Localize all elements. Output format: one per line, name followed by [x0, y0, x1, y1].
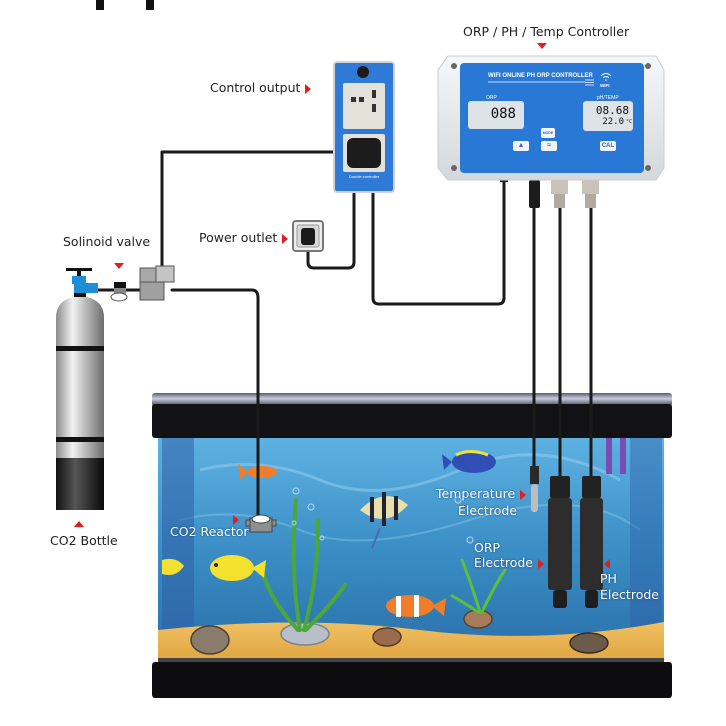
solenoid-valve-label-text: Solinoid valve [63, 234, 151, 249]
orp-electrode-pointer-arrow [537, 558, 544, 569]
co2-tube-to-reactor [170, 288, 260, 520]
co2-bottle-label: CO2 Bottle [50, 533, 118, 548]
aquarium [152, 393, 672, 698]
ph-electrode-pointer [604, 557, 610, 572]
cables [96, 150, 593, 520]
yellow-tang-fish [210, 555, 266, 581]
ph-temp-panel-label: pH/TEMP [597, 95, 619, 101]
orp-electrode-label-line2: Electrode [474, 555, 544, 570]
power-outlet-pointer-arrow [282, 233, 289, 244]
rock [190, 625, 230, 655]
co2-regulator [110, 282, 128, 302]
ph-electrode-label: PH [600, 571, 617, 586]
co2-reactor [245, 514, 277, 533]
cable-control-to-valve [160, 150, 350, 270]
aquarium-lid-rim [152, 393, 672, 407]
chart-icon: ▲ [517, 142, 525, 149]
controller-label: ORP / PH / Temp Controller [463, 24, 629, 39]
temperature-electrode-label-text-2: Electrode [458, 503, 517, 518]
blue-tang-fish [442, 450, 496, 473]
cal-button[interactable]: CAL [600, 141, 616, 151]
co2-bottle-label-text: CO2 Bottle [50, 533, 118, 548]
co2-reactor-pointer-arrow [233, 514, 239, 525]
wifi-button[interactable]: ≈ [541, 141, 557, 151]
relay-box-label: Double controller [348, 174, 380, 179]
solenoid-valve-pointer-arrow [114, 263, 124, 269]
aquatic-plant [450, 558, 507, 614]
right-glass-panel [630, 434, 662, 660]
temperature-electrode-label-line2: Electrode [458, 503, 517, 518]
orp-electrode-label: ORP [474, 540, 500, 555]
temperature-electrode-pointer-arrow [520, 489, 527, 500]
scene-button[interactable]: ▲ [513, 141, 529, 151]
cable-relay-to-controller [371, 178, 506, 306]
cal-button-label: CAL [601, 143, 615, 149]
cable-relay-to-outlet [306, 192, 356, 270]
ph-electrode-label-text: PH [600, 571, 617, 586]
orp-reading: 088 [490, 106, 516, 122]
ph-electrode-label-text-2: Electrode [600, 587, 659, 602]
co2-reactor-label-text: CO2 Reactor [170, 524, 249, 539]
orp-electrode [548, 476, 572, 608]
co2-reactor-pointer [233, 511, 239, 526]
orp-panel-label: ORP [486, 95, 497, 101]
top-cables [96, 0, 154, 10]
orange-fish [238, 464, 277, 480]
controller-pointer-arrow [537, 43, 547, 49]
relay-plug [347, 138, 381, 168]
ph-electrode-pointer-arrow [604, 559, 610, 569]
orp-electrode-label-text: ORP [474, 540, 501, 555]
aquarium-base [152, 662, 672, 698]
power-outlet-label-text: Power outlet [199, 230, 278, 245]
temp-reading: 22.0 [602, 117, 624, 127]
co2-bottle-pointer-arrow [74, 521, 84, 527]
temperature-electrode [530, 466, 539, 512]
control-output-label: Control output [210, 80, 312, 95]
temp-unit: °C [625, 119, 632, 125]
yellow-fish-partial [162, 558, 184, 575]
control-output-box [333, 61, 395, 193]
wifi-icon: ≈ [547, 142, 551, 149]
left-glass-panel [162, 434, 194, 660]
co2-reactor-label: CO2 Reactor [170, 524, 249, 539]
ph-temp-display: 08.68 22.0 °C [583, 101, 633, 131]
rock [372, 627, 402, 647]
aquarium-lid [152, 404, 672, 438]
solenoid-valve-label: Solinoid valve [63, 234, 150, 249]
temperature-electrode-label: Temperature [436, 486, 527, 501]
controller-title: WIFI ONLINE PH ORP CONTROLLER [488, 73, 593, 79]
control-output-label-text: Control output [210, 80, 301, 95]
ph-reading: 08.68 [595, 104, 629, 117]
mode-button-label: MODE [542, 131, 554, 135]
aquatic-plant [260, 498, 347, 632]
co2-bottle [56, 268, 104, 510]
control-output-pointer-arrow [305, 83, 312, 94]
solenoid-valve [139, 265, 175, 301]
temperature-electrode-label-text: Temperature [436, 486, 516, 501]
power-outlet[interactable] [292, 220, 324, 252]
controller-wifi-label: WIFI [600, 83, 610, 88]
orp-electrode-label-text-2: Electrode [474, 555, 533, 570]
clownfish [386, 595, 446, 617]
power-outlet-label: Power outlet [199, 230, 289, 245]
rock [569, 632, 609, 654]
ph-electrode [580, 476, 603, 608]
angelfish [360, 492, 408, 549]
controller-connectors [500, 176, 599, 208]
ph-electrode-label-line2: Electrode [600, 587, 659, 602]
mode-button[interactable]: MODE [541, 128, 555, 138]
orp-display: 088 [468, 101, 524, 129]
controller-label-text: ORP / PH / Temp Controller [463, 24, 630, 39]
